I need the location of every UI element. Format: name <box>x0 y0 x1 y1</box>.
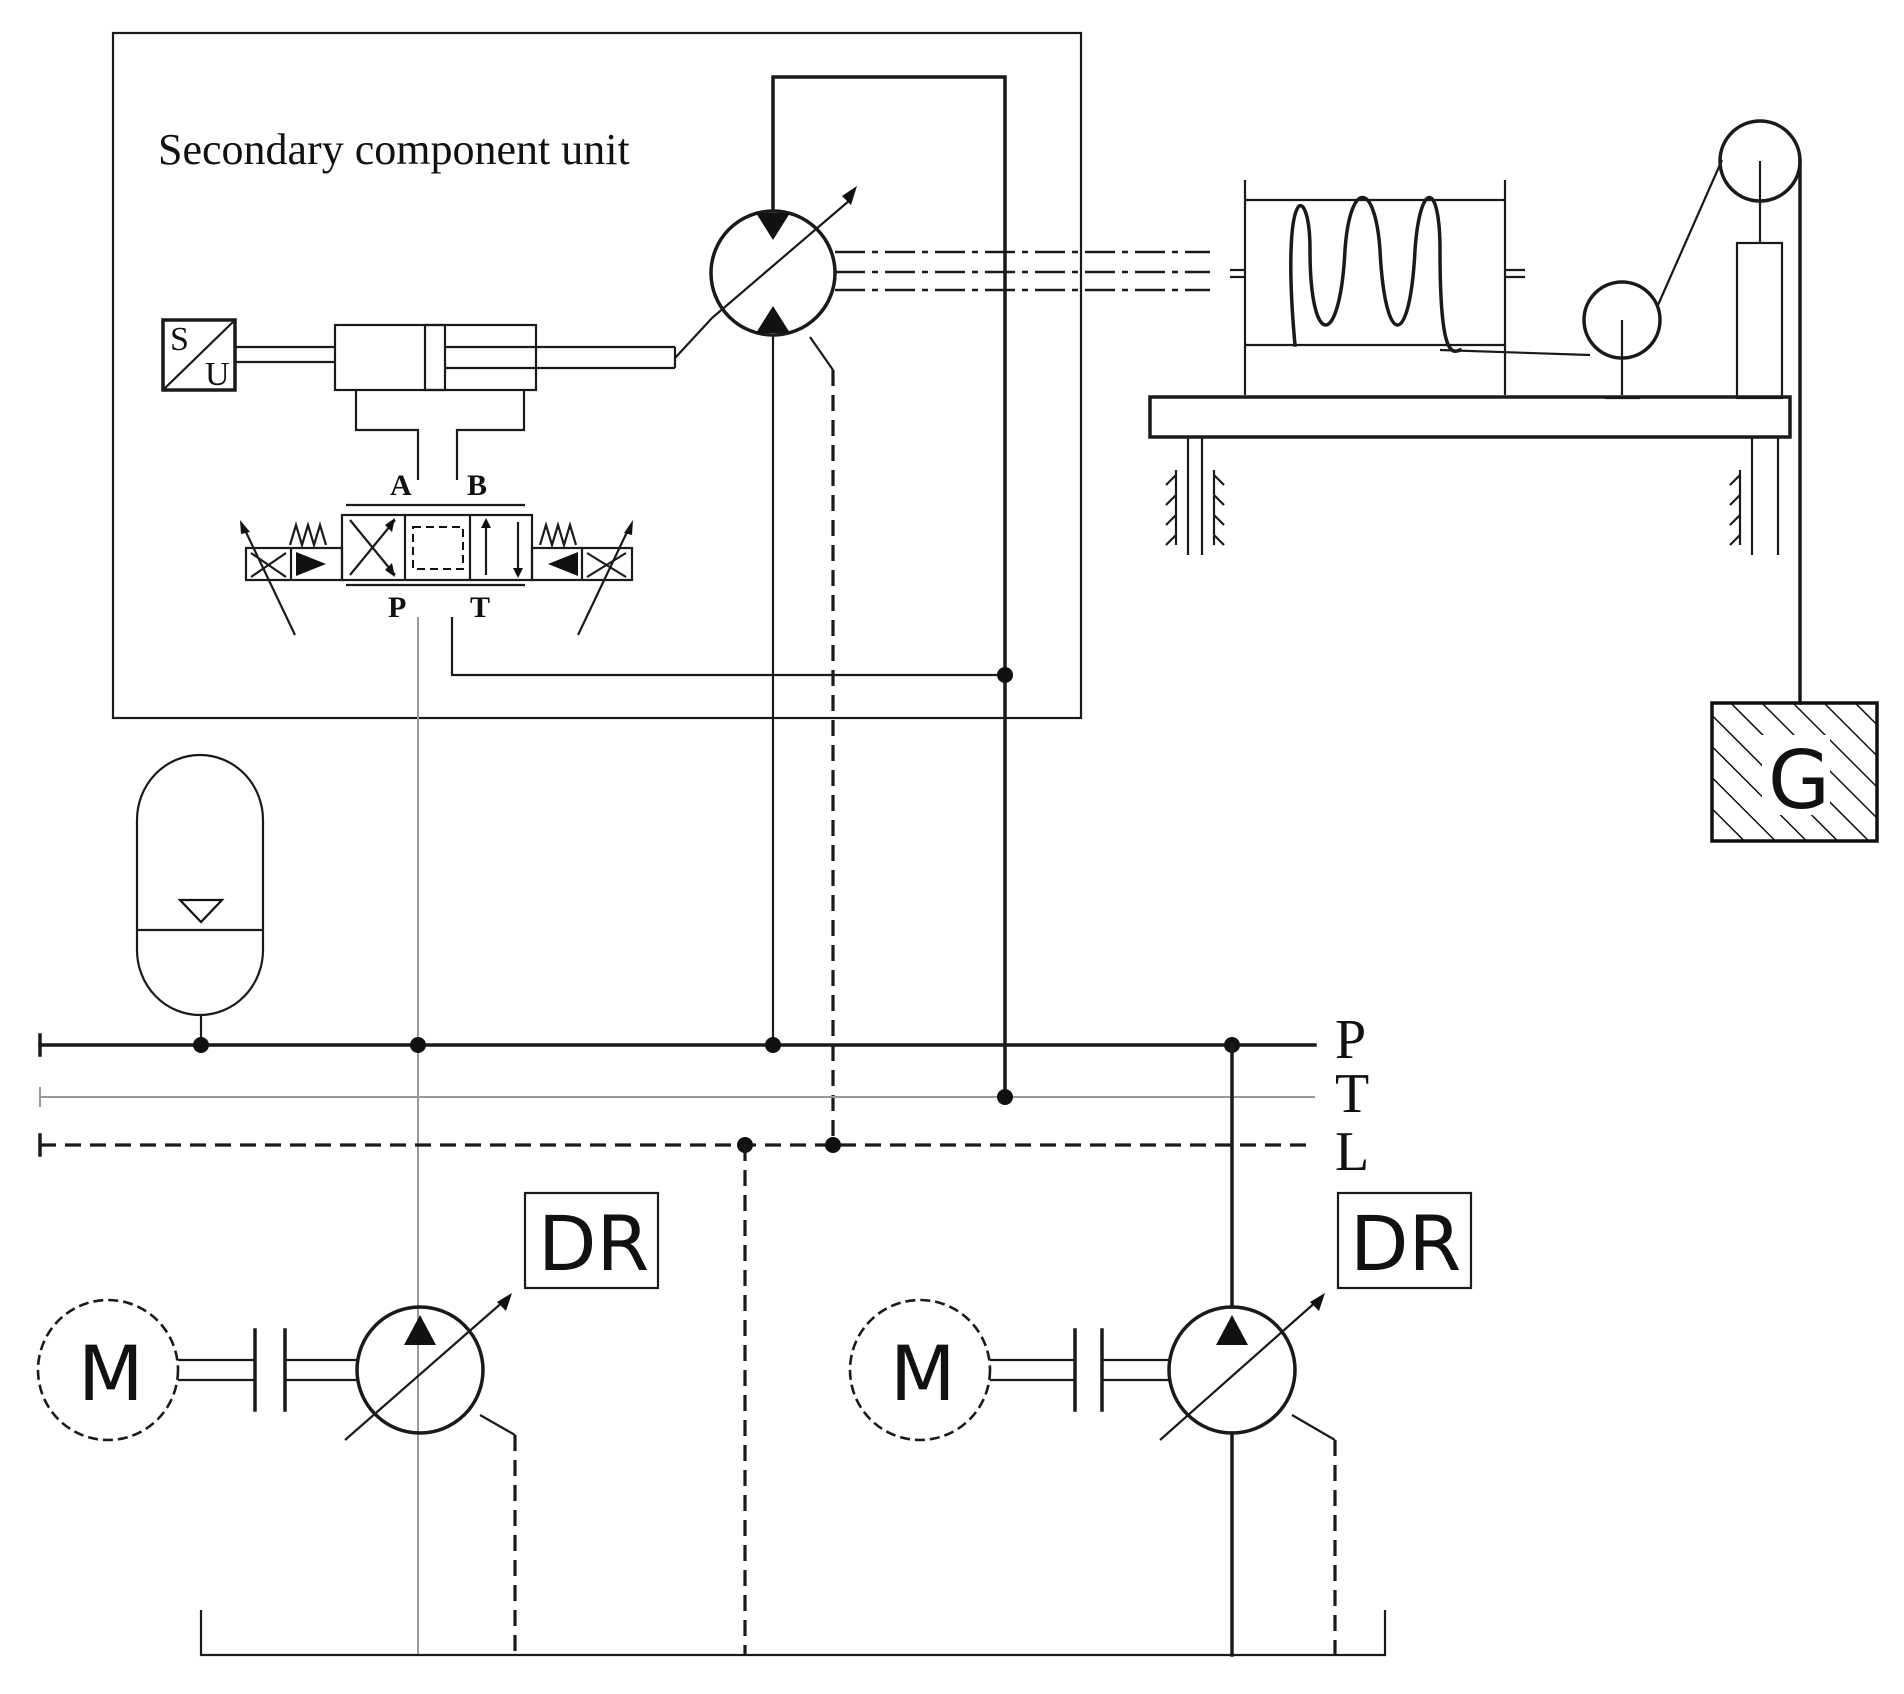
pressure-bus <box>38 1033 1317 1057</box>
secondary-unit-frame <box>111 31 1083 720</box>
right-regulator-box <box>1336 1191 1473 1290</box>
bus-label-p: P <box>1335 1009 1366 1071</box>
left-support <box>1165 437 1225 555</box>
left-regulator-label: DR <box>538 1199 649 1288</box>
sensor-label-u: U <box>205 356 230 393</box>
servo-valve: A B P T <box>240 469 634 636</box>
bus-label-l: L <box>1335 1121 1369 1183</box>
secondary-element <box>709 186 857 371</box>
pulley-post <box>1735 241 1784 400</box>
tank <box>199 1610 1387 1657</box>
left-motor-label: M <box>78 1329 144 1418</box>
valve-port-t: T <box>470 591 490 624</box>
right-support <box>1729 437 1780 555</box>
displacement-sensor: S U <box>161 318 237 393</box>
left-pump-set: M DR <box>36 1191 660 1655</box>
load-label: G <box>1768 734 1830 827</box>
left-motor <box>36 1298 180 1442</box>
winch-drum <box>1230 180 1525 395</box>
leakage-bus <box>38 1133 1315 1157</box>
valve-port-p: P <box>388 591 406 624</box>
right-motor <box>848 1298 992 1442</box>
right-regulator-label: DR <box>1350 1199 1461 1288</box>
control-cylinder <box>333 317 713 480</box>
bus-label-t: T <box>1335 1063 1369 1125</box>
valve-port-a: A <box>390 469 412 502</box>
secondary-unit-label: Secondary component unit <box>158 125 630 174</box>
right-motor-label: M <box>890 1329 956 1418</box>
accumulator <box>135 753 265 1045</box>
valve-port-b: B <box>467 469 487 502</box>
sensor-label-s: S <box>170 321 189 358</box>
base-beam <box>1148 395 1792 439</box>
left-pump <box>355 1305 485 1435</box>
left-regulator-box <box>523 1191 660 1290</box>
tank-bus <box>39 1087 1315 1107</box>
load-weight: G <box>1710 701 1879 843</box>
right-pump-set: M DR <box>848 1043 1473 1657</box>
